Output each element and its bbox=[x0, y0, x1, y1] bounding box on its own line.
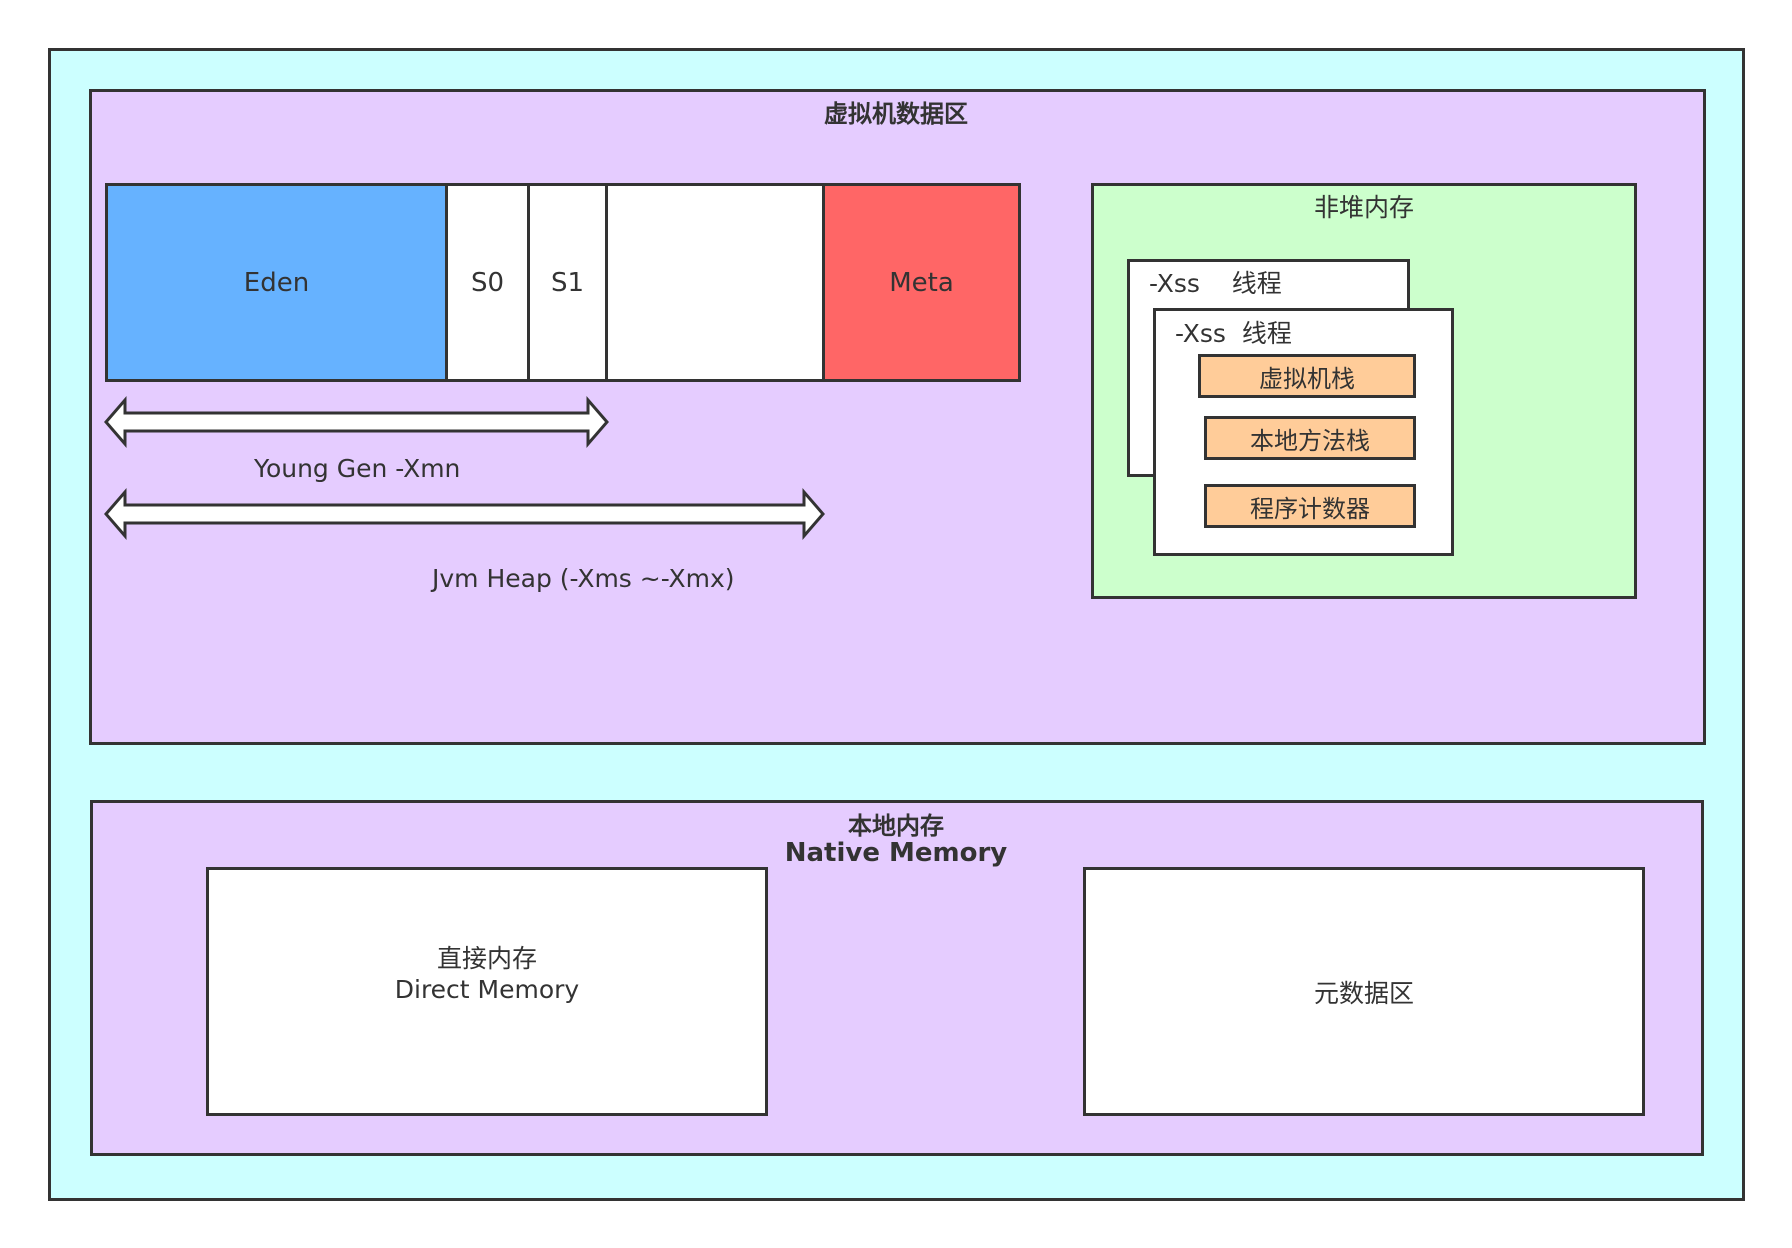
non-heap-title: 非堆内存 bbox=[1313, 193, 1414, 222]
eden-label: Eden bbox=[243, 267, 310, 298]
native-method-stack: 本地方法栈 bbox=[1204, 416, 1416, 460]
vm-data-area-title: 虚拟机数据区 bbox=[824, 100, 968, 128]
meta-space: Meta bbox=[822, 183, 1021, 382]
vm-stack-label: 虚拟机栈 bbox=[1259, 364, 1355, 393]
thread-back-label: -Xss 线程 bbox=[1149, 269, 1282, 298]
metadata-box: 元数据区 bbox=[1083, 867, 1645, 1116]
s1-label: S1 bbox=[550, 267, 585, 298]
old-gen-space bbox=[605, 183, 825, 382]
vm-stack: 虚拟机栈 bbox=[1198, 354, 1416, 398]
jvm-heap-arrow bbox=[104, 487, 825, 541]
young-gen-arrow bbox=[104, 395, 609, 449]
direct-memory-box: 直接内存 Direct Memory bbox=[206, 867, 768, 1116]
s0-space: S0 bbox=[445, 183, 530, 382]
direct-memory-en: Direct Memory bbox=[394, 975, 580, 1004]
eden-space: Eden bbox=[105, 183, 448, 382]
direct-memory-cn: 直接内存 bbox=[436, 944, 537, 973]
program-counter-label: 程序计数器 bbox=[1250, 494, 1370, 523]
s0-label: S0 bbox=[470, 267, 505, 298]
native-memory-title-cn: 本地内存 bbox=[848, 812, 944, 840]
meta-label: Meta bbox=[889, 267, 954, 298]
native-memory-title-en: Native Memory bbox=[784, 838, 1008, 868]
program-counter: 程序计数器 bbox=[1204, 484, 1416, 528]
young-gen-label: Young Gen -Xmn bbox=[254, 454, 461, 483]
jvm-heap-label: Jvm Heap (-Xms ~-Xmx) bbox=[432, 564, 735, 593]
metadata-label: 元数据区 bbox=[1313, 978, 1414, 1008]
thread-front-label: -Xss 线程 bbox=[1175, 319, 1292, 348]
s1-space: S1 bbox=[527, 183, 608, 382]
native-method-stack-label: 本地方法栈 bbox=[1250, 426, 1370, 455]
